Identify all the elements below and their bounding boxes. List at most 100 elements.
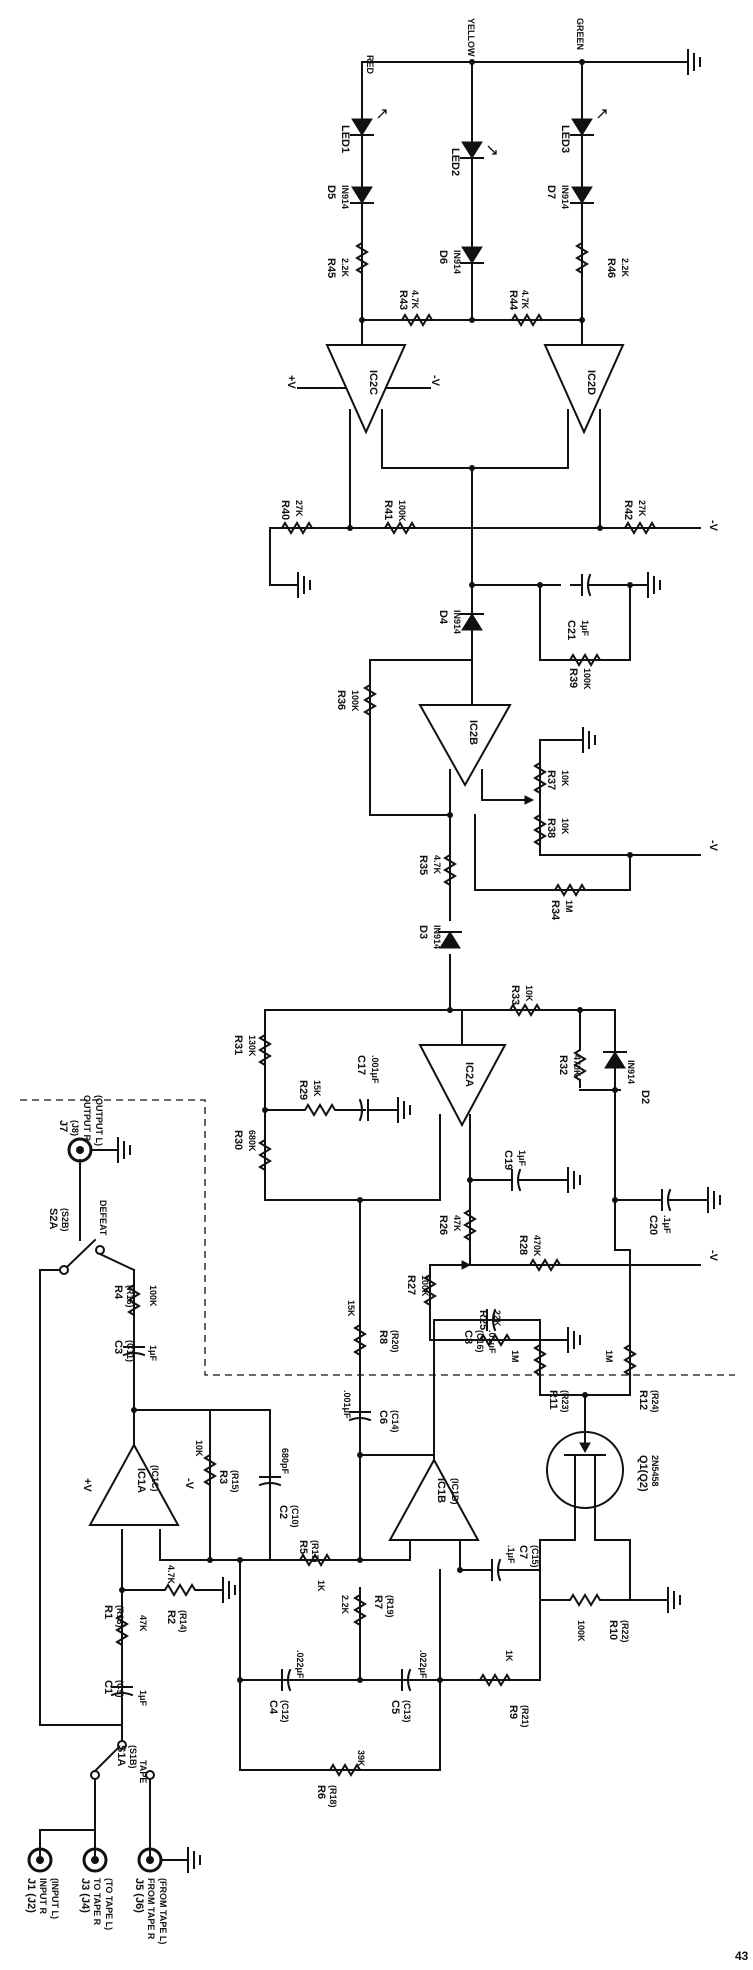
label-ic2c: IC2C <box>367 370 379 395</box>
label-c4-ref: (C12) <box>280 1700 290 1723</box>
label-c20-value: .1μF <box>662 1215 672 1234</box>
label-j1-input-r: INPUT R <box>38 1878 48 1915</box>
label-c19: C19 <box>502 1150 514 1170</box>
label-r38: R38 <box>545 818 557 838</box>
label-c5-ref: (C13) <box>402 1700 412 1723</box>
label-ic2c-vminus: -V <box>429 375 441 387</box>
label-r4: R4 <box>112 1285 124 1300</box>
label-j5-from-tape-l: (FROM TAPE L) <box>158 1878 168 1944</box>
label-c7-value: .1μF <box>506 1545 516 1564</box>
label-r1: R1 <box>102 1605 114 1619</box>
label-r29-value: 15K <box>312 1080 322 1097</box>
label-d5-value: IN914 <box>340 185 350 209</box>
label-minus-v-3: -V <box>707 1250 719 1262</box>
label-c21-value: 1μF <box>580 620 590 637</box>
label-d4: D4 <box>437 610 449 625</box>
label-r11: R11 <box>547 1390 559 1410</box>
label-ic1c: (IC1C) <box>150 1465 160 1492</box>
label-r29: R29 <box>297 1080 309 1100</box>
label-c5: C5 <box>389 1700 401 1714</box>
label-r42: R42 <box>622 500 634 520</box>
label-r31-value: 130K <box>247 1035 257 1057</box>
label-r2-value: 4.7K <box>166 1565 176 1585</box>
label-d6: D6 <box>437 250 449 264</box>
label-r45: R45 <box>325 258 337 278</box>
label-s1b: (S1B) <box>128 1745 138 1769</box>
label-c4: C4 <box>267 1700 279 1715</box>
label-r35: R35 <box>417 855 429 875</box>
label-ic2a: IC2A <box>463 1062 475 1087</box>
label-ic2c-vplus: +V <box>285 375 297 389</box>
label-r36: R36 <box>335 690 347 710</box>
label-r33: R33 <box>509 985 521 1005</box>
label-r2: R2 <box>165 1610 177 1624</box>
label-r42-value: 27K <box>637 500 647 517</box>
label-r37: R37 <box>545 770 557 790</box>
label-r40: R40 <box>279 500 291 520</box>
label-c2-ref: (C10) <box>290 1505 300 1528</box>
label-j3: J3 (J4) <box>79 1878 91 1913</box>
label-c3-value: 1μF <box>148 1345 158 1362</box>
label-r40-value: 27K <box>294 500 304 517</box>
component-labels: RED YELLOW GREEN LED1 LED2 LED3 D5 IN914… <box>25 18 749 1963</box>
label-r44: R44 <box>507 290 519 311</box>
label-r6-value: 39K <box>356 1750 366 1767</box>
label-r5-ref: (R17) <box>310 1540 320 1563</box>
label-r46-value: 2.2K <box>620 258 630 278</box>
label-minus-v-2: -V <box>707 840 719 852</box>
label-ic1b: IC1B <box>435 1478 447 1503</box>
label-j1-input-l: (INPUT L) <box>50 1878 60 1919</box>
label-r30: R30 <box>232 1130 244 1150</box>
label-r3: R3 <box>217 1470 229 1484</box>
label-c4-value: .022μF <box>295 1650 305 1679</box>
label-r6-ref: (R18) <box>328 1785 338 1808</box>
label-r8: R8 <box>377 1330 389 1344</box>
label-led1: LED1 <box>339 125 351 153</box>
label-r4-value: 100K <box>148 1285 158 1307</box>
label-led3: LED3 <box>559 125 571 153</box>
label-r10-value: 100K <box>576 1620 586 1642</box>
label-q1-value: 2N5458 <box>650 1455 660 1487</box>
label-d4-value: IN914 <box>452 610 462 634</box>
label-r32-value: 470K <box>572 1055 582 1077</box>
label-j8: (J8) <box>70 1120 80 1136</box>
label-r44-value: 4.7K <box>520 290 530 310</box>
label-c7-ref: (C15) <box>530 1545 540 1568</box>
label-yellow: YELLOW <box>466 18 476 57</box>
label-r28-value: 470K <box>532 1235 542 1257</box>
label-ic1a-vplus: +V <box>81 1478 93 1492</box>
label-d3: D3 <box>417 925 429 939</box>
label-r39: R39 <box>567 668 579 688</box>
label-r3-ref: (R15) <box>230 1470 240 1493</box>
label-r7-ref: (R19) <box>385 1595 395 1618</box>
label-r25: R25 <box>477 1310 489 1330</box>
led-section <box>269 49 701 1013</box>
label-j5-from-tape-r: FROM TAPE R <box>146 1878 156 1940</box>
label-r36-value: 100K <box>350 690 360 712</box>
input-section <box>27 1137 681 1873</box>
label-red: RED <box>365 55 375 75</box>
label-r34-value: 1M <box>564 900 574 913</box>
label-c2: C2 <box>277 1505 289 1519</box>
label-r6: R6 <box>315 1785 327 1799</box>
label-c5-value: .022μF <box>418 1650 428 1679</box>
label-j1: J1 (J2) <box>25 1878 37 1913</box>
label-r28: R28 <box>517 1235 529 1255</box>
label-output-l: (OUTPUT L) <box>94 1095 104 1146</box>
label-s2a: S2A <box>47 1208 59 1229</box>
label-ic2b: IC2B <box>467 720 479 745</box>
label-c1-value: 1μF <box>138 1690 148 1707</box>
label-c3: C3 <box>112 1340 124 1354</box>
label-r27: R27 <box>405 1275 417 1295</box>
label-ic1a-vminus: -V <box>183 1478 195 1490</box>
label-c17: C17 <box>355 1055 367 1075</box>
label-d2: D2 <box>639 1090 651 1104</box>
label-r30-value: 680K <box>247 1130 257 1152</box>
label-r31: R31 <box>232 1035 244 1055</box>
label-r39-value: 100K <box>582 668 592 690</box>
label-r43-value: 4.7K <box>410 290 420 310</box>
label-r27-value: 100K <box>420 1275 430 1297</box>
label-j7: J7 <box>57 1120 69 1132</box>
label-d3-value: IN914 <box>432 925 442 949</box>
label-c6-ref: (C14) <box>390 1410 400 1433</box>
